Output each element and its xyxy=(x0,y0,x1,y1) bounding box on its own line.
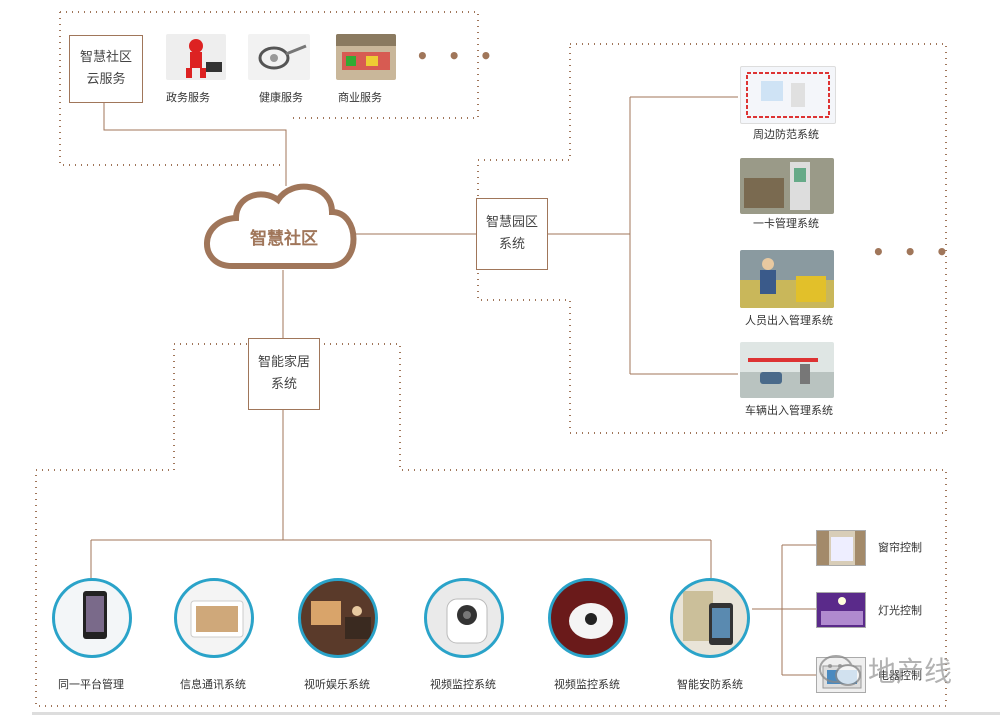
park-title-1: 智慧园区 xyxy=(486,212,538,234)
home-title-2: 系统 xyxy=(271,374,297,396)
center-cloud-label: 智慧社区 xyxy=(250,224,318,249)
perimeter-map-icon xyxy=(740,66,836,124)
tablet-frame-icon xyxy=(174,578,254,658)
line-cloud-service xyxy=(104,102,286,186)
home-region xyxy=(36,344,946,706)
wechat-icon xyxy=(818,653,862,687)
card-access-icon xyxy=(740,158,834,214)
curtain-icon xyxy=(816,530,866,566)
dome-camera-icon xyxy=(548,578,628,658)
park-label-0: 周边防范系统 xyxy=(753,126,819,142)
watermark: 地产线 xyxy=(818,650,952,690)
park-box: 智慧园区 系统 xyxy=(476,198,548,270)
camera-device-icon xyxy=(424,578,504,658)
entertainment-room-icon xyxy=(298,578,378,658)
home-box: 智能家居 系统 xyxy=(248,338,320,410)
line-home-bar xyxy=(91,540,711,578)
home-label-0: 同一平台管理 xyxy=(31,676,151,692)
person-gate-icon xyxy=(740,250,834,308)
park-label-1: 一卡管理系统 xyxy=(753,215,819,231)
home-label-1: 信息通讯系统 xyxy=(153,676,273,692)
bottom-rule xyxy=(32,712,1000,715)
line-controls xyxy=(752,545,816,675)
watermark-text: 地产线 xyxy=(868,650,952,690)
cloud-service-title-1: 智慧社区 xyxy=(80,47,132,69)
lighting-icon xyxy=(816,592,866,628)
government-figure-icon xyxy=(166,34,226,80)
home-label-4: 视频监控系统 xyxy=(527,676,647,692)
home-label-3: 视频监控系统 xyxy=(403,676,523,692)
home-title-1: 智能家居 xyxy=(258,352,310,374)
phone-app-icon xyxy=(52,578,132,658)
vehicle-gate-icon xyxy=(740,342,834,398)
service-label-2: 商业服务 xyxy=(338,89,382,105)
home-label-5: 智能安防系统 xyxy=(650,676,770,692)
cloud-service-box: 智慧社区 云服务 xyxy=(69,35,143,103)
park-more: • • • xyxy=(872,240,954,264)
shopping-cart-icon xyxy=(336,34,396,80)
park-title-2: 系统 xyxy=(499,234,525,256)
security-phone-icon xyxy=(670,578,750,658)
service-label-1: 健康服务 xyxy=(259,89,303,105)
service-label-0: 政务服务 xyxy=(166,89,210,105)
control-label-1: 灯光控制 xyxy=(878,602,922,618)
park-label-3: 车辆出入管理系统 xyxy=(745,402,833,418)
cloud-service-more: • • • xyxy=(416,44,498,68)
park-label-2: 人员出入管理系统 xyxy=(745,312,833,328)
cloud-service-title-2: 云服务 xyxy=(86,69,125,91)
line-park-branches xyxy=(546,97,738,374)
health-device-icon xyxy=(248,34,310,80)
home-label-2: 视听娱乐系统 xyxy=(277,676,397,692)
control-label-0: 窗帘控制 xyxy=(878,539,922,555)
park-region xyxy=(478,44,946,433)
